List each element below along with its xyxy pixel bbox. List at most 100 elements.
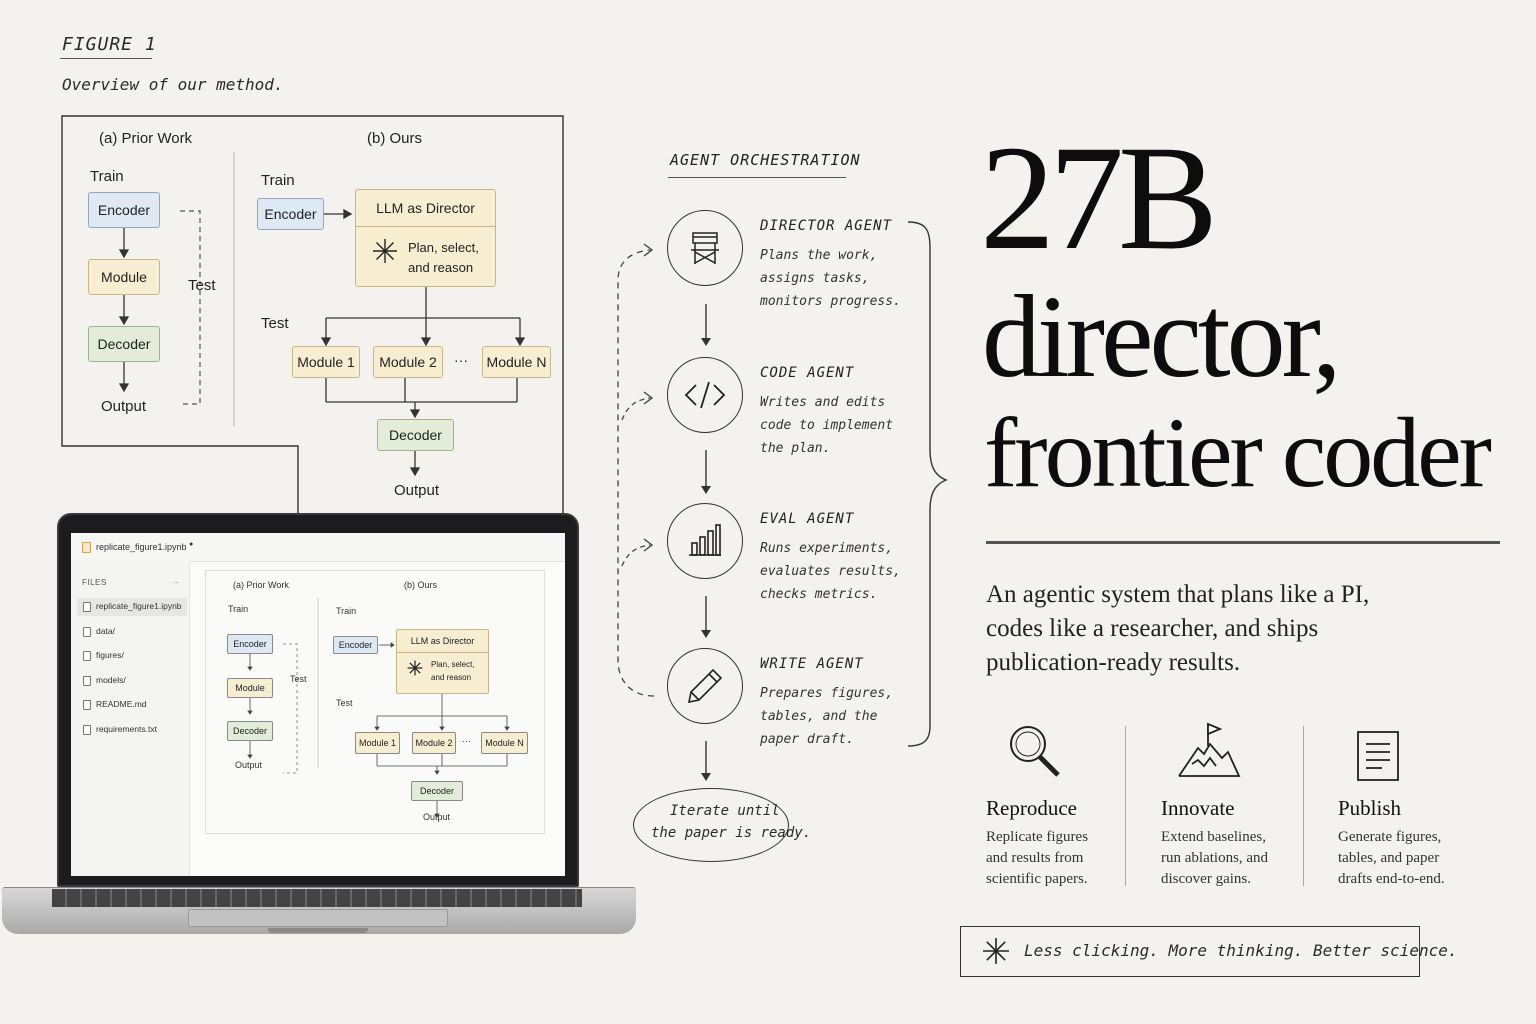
mini-ours-encoder: Encoder [333, 636, 378, 654]
description-line-3: publication-ready results. [986, 649, 1241, 676]
mini-ours-title: (b) Ours [404, 580, 438, 590]
prior-decoder-box: Decoder [88, 326, 160, 362]
mini-module-1: Module 1 [355, 732, 400, 754]
document-icon [1357, 731, 1399, 781]
headline-rule [986, 541, 1500, 544]
director-desc-2: and reason [408, 260, 474, 275]
magnifier-icon [1010, 726, 1060, 777]
file-item[interactable]: requirements.txt [96, 723, 157, 734]
feature-title: Innovate [1161, 796, 1235, 820]
diagram-frame [61, 115, 564, 515]
headline-frontier-coder: frontier coder [984, 397, 1492, 508]
feature-title: Publish [1338, 796, 1402, 820]
tagline-asterisk-icon [983, 938, 1009, 964]
director-agent-circle[interactable] [667, 210, 743, 286]
agent-desc-line: code to implement [760, 418, 894, 433]
file-item[interactable]: replicate_figure1.ipynb [96, 601, 182, 611]
description-line-1: An agentic system that plans like a PI, [986, 581, 1370, 608]
tagline-box [960, 926, 1420, 977]
files-header: FILES [82, 578, 107, 587]
screen-tabbar [71, 533, 565, 562]
module-1-box: Module 1 [292, 346, 360, 378]
code-agent-circle[interactable] [667, 357, 743, 433]
feature-desc-line: tables, and paper [1338, 850, 1440, 866]
mini-director-desc-2: and reason [431, 673, 472, 682]
orchestration-title: AGENT ORCHESTRATION [670, 151, 861, 169]
eval-agent-circle[interactable] [667, 503, 743, 579]
files-arrow-icon[interactable]: → [172, 577, 180, 586]
file-icon [83, 651, 91, 661]
mini-ours-decoder: Decoder [411, 781, 463, 801]
laptop-trackpad [188, 909, 448, 927]
notebook-tab-title[interactable]: replicate_figure1.ipynb [96, 542, 187, 552]
file-icon [83, 602, 91, 612]
director-box: LLM as Director Plan, select, and reason [355, 189, 496, 287]
feature-desc-line: and results from [986, 850, 1084, 866]
mini-director-box: LLM as Director Plan, select, and reason [396, 629, 489, 694]
asterisk-icon [372, 238, 398, 269]
agent-desc-line: Runs experiments, [760, 541, 894, 556]
mini-prior-test: Test [290, 674, 307, 684]
module-2-box: Module 2 [373, 346, 443, 378]
mini-prior-train: Train [228, 604, 249, 614]
iterate-ellipse [633, 788, 789, 862]
mini-module-2: Module 2 [412, 732, 456, 754]
mini-ours-train: Train [336, 606, 357, 616]
mini-asterisk-icon [407, 660, 423, 681]
prior-work-title: (a) Prior Work [99, 130, 193, 147]
mini-prior-module: Module [227, 678, 273, 698]
mini-director-desc-1: Plan, select, [431, 660, 475, 669]
feature-desc-line: Extend baselines, [1161, 829, 1266, 845]
figure-caption: Overview of our method. [62, 75, 284, 94]
agent-desc-line: tables, and the [760, 709, 878, 724]
agent-name: CODE AGENT [760, 365, 855, 381]
file-icon [83, 700, 91, 710]
director-box-title: LLM as Director [356, 190, 495, 227]
prior-train-label: Train [90, 168, 124, 185]
headline-director: director, [982, 271, 1342, 402]
file-item[interactable]: README.md [96, 699, 147, 709]
headline-27b: 27B [980, 115, 1218, 281]
figure-label-underline [60, 58, 152, 59]
mini-module-n: Module N [481, 732, 528, 754]
laptop-keyboard [52, 889, 582, 907]
file-item[interactable]: models/ [96, 674, 126, 685]
write-agent-circle[interactable] [667, 648, 743, 724]
mini-prior-title: (a) Prior Work [233, 580, 289, 590]
notebook-tab-icon [82, 542, 91, 553]
description-line-2: codes like a researcher, and ships [986, 615, 1319, 642]
mini-diagram-lines [247, 598, 510, 818]
mini-prior-encoder: Encoder [227, 634, 273, 654]
feature-desc-line: Replicate figures [986, 829, 1089, 845]
agent-desc-line: monitors progress. [760, 294, 901, 309]
iterate-text-2: the paper is ready. [651, 825, 812, 841]
file-item[interactable]: figures/ [96, 650, 124, 660]
mountain-flag-icon [1178, 722, 1241, 777]
prior-test-label: Test [188, 277, 216, 294]
prior-module-box: Module [88, 259, 160, 295]
agent-desc-line: assigns tasks, [760, 271, 870, 286]
file-icon [83, 724, 91, 735]
orchestration-arrows [617, 221, 948, 781]
prior-encoder-box: Encoder [88, 192, 160, 228]
ours-train-label: Train [261, 172, 295, 189]
mini-prior-output: Output [235, 760, 263, 770]
agent-name: DIRECTOR AGENT [760, 218, 893, 234]
bar-chart-icon [689, 524, 721, 556]
agent-desc-line: evaluates results, [760, 564, 901, 579]
ours-output-label: Output [394, 482, 440, 499]
agent-desc-line: Plans the work, [760, 248, 878, 263]
agent-desc-line: paper draft. [760, 732, 854, 747]
iterate-text-1: Iterate until [670, 803, 780, 819]
mini-ours-output: Output [423, 812, 451, 822]
agent-name: EVAL AGENT [760, 511, 855, 527]
agent-desc-line: Prepares figures, [760, 686, 894, 701]
module-n-box: Module N [482, 346, 551, 378]
ours-title: (b) Ours [367, 130, 423, 147]
ours-encoder-box: Encoder [257, 198, 324, 230]
agent-desc-line: Writes and edits [760, 395, 886, 410]
ours-test-label: Test [261, 315, 289, 332]
laptop-screen: replicate_figure1.ipynb ● FILES → replic… [71, 533, 565, 876]
file-item[interactable]: data/ [96, 625, 115, 636]
orchestration-title-underline [668, 177, 846, 178]
